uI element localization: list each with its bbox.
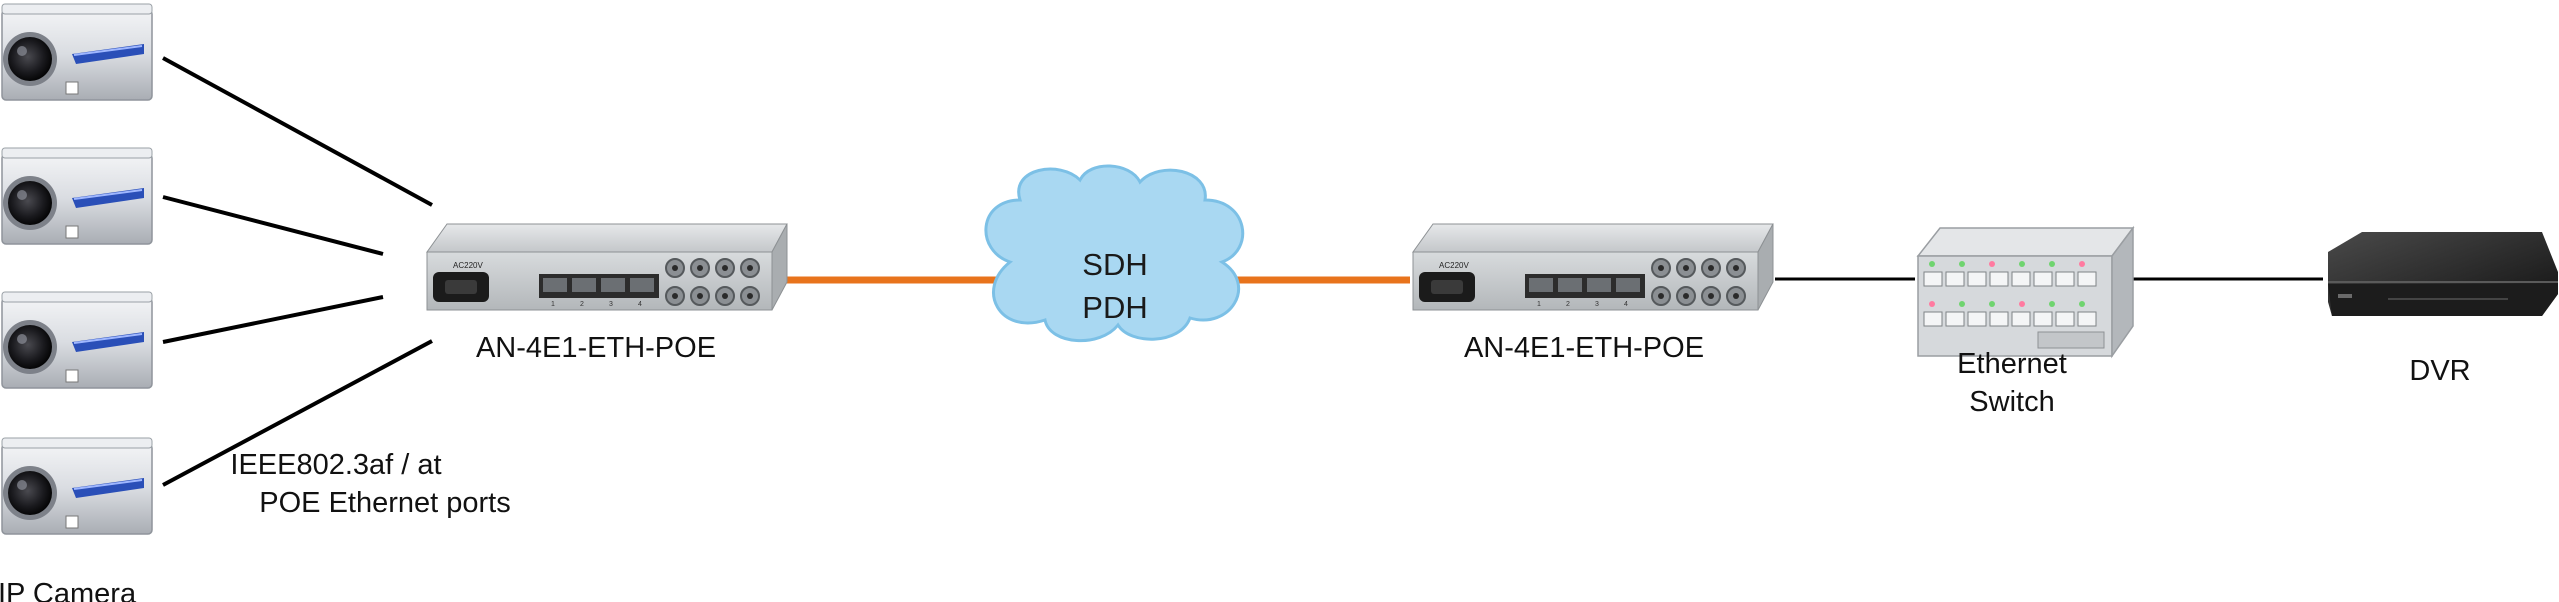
ip-camera-2 [1,147,153,245]
ethernet-switch [1916,225,2135,359]
cable-camera-2 [162,195,384,256]
poe-ports-label-line2: POE Ethernet ports [259,487,510,519]
device-right-label: AN-4E1-ETH-POE [1464,332,1704,364]
cloud-label-sdh: SDH [1082,247,1147,282]
port-number-3: 3 [1595,301,1599,308]
switch-label-line2: Switch [1969,386,2054,418]
port-number-1: 1 [1537,301,1541,308]
ip-camera-label: IP Camera [0,578,137,602]
ip-camera-4 [1,437,153,535]
dvr-device [2328,232,2558,316]
port-number-2: 2 [580,301,584,308]
cable-camera-4 [162,339,433,487]
an-4e1-eth-poe-device-left: AC220V 1 2 3 4 [426,223,788,311]
poe-ports-label-line1: IEEE802.3af / at [230,449,441,481]
power-label: AC220V [453,261,483,270]
port-number-3: 3 [609,301,613,308]
power-label: AC220V [1439,261,1469,270]
port-number-4: 4 [638,301,642,308]
dvr-label: DVR [2409,355,2470,387]
ip-camera-1 [1,3,153,101]
cloud-label-pdh: PDH [1082,290,1147,325]
an-4e1-eth-poe-device-right: AC220V 1 2 3 4 [1412,223,1774,311]
cable-camera-3 [162,295,384,344]
switch-label-line1: Ethernet [1957,348,2067,380]
port-number-4: 4 [1624,301,1628,308]
ip-camera-3 [1,291,153,389]
cable-camera-1 [162,56,433,207]
port-number-2: 2 [1566,301,1570,308]
sdh-pdh-cloud: SDH PDH [984,164,1245,343]
port-number-1: 1 [551,301,555,308]
device-left-label: AN-4E1-ETH-POE [476,332,716,364]
